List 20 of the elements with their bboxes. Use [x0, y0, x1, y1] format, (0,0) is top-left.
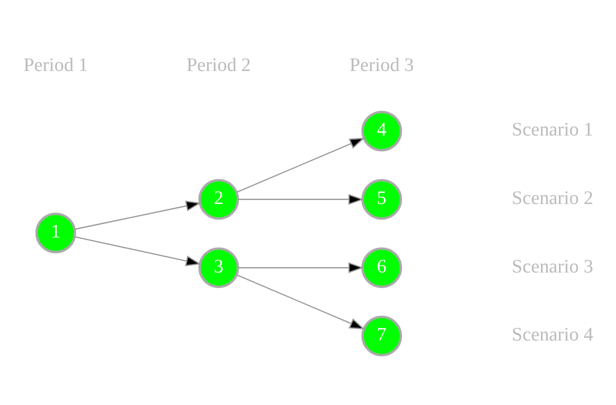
- arrow: [238, 262, 364, 273]
- label: Scenario 2: [512, 187, 594, 208]
- arrow: [74, 236, 202, 266]
- label: Scenario 4: [512, 324, 594, 346]
- node-circle: 2: [198, 178, 240, 220]
- node-circle: 4: [361, 110, 402, 151]
- label: Period 2: [186, 54, 251, 76]
- label: Scenario 1: [512, 119, 594, 140]
- node-circle: 6: [361, 246, 402, 288]
- arrow: [74, 200, 202, 230]
- label: Period 1: [24, 54, 88, 76]
- label: Scenario 3: [512, 256, 594, 277]
- node-circle: 7: [361, 315, 402, 356]
- label: Period 3: [350, 54, 414, 76]
- arrow: [236, 274, 366, 329]
- arrow: [236, 137, 366, 192]
- node-circle: 3: [198, 246, 240, 288]
- arrow: [238, 193, 364, 204]
- node-circle: 1: [35, 212, 76, 253]
- node-circle: 5: [361, 178, 402, 220]
